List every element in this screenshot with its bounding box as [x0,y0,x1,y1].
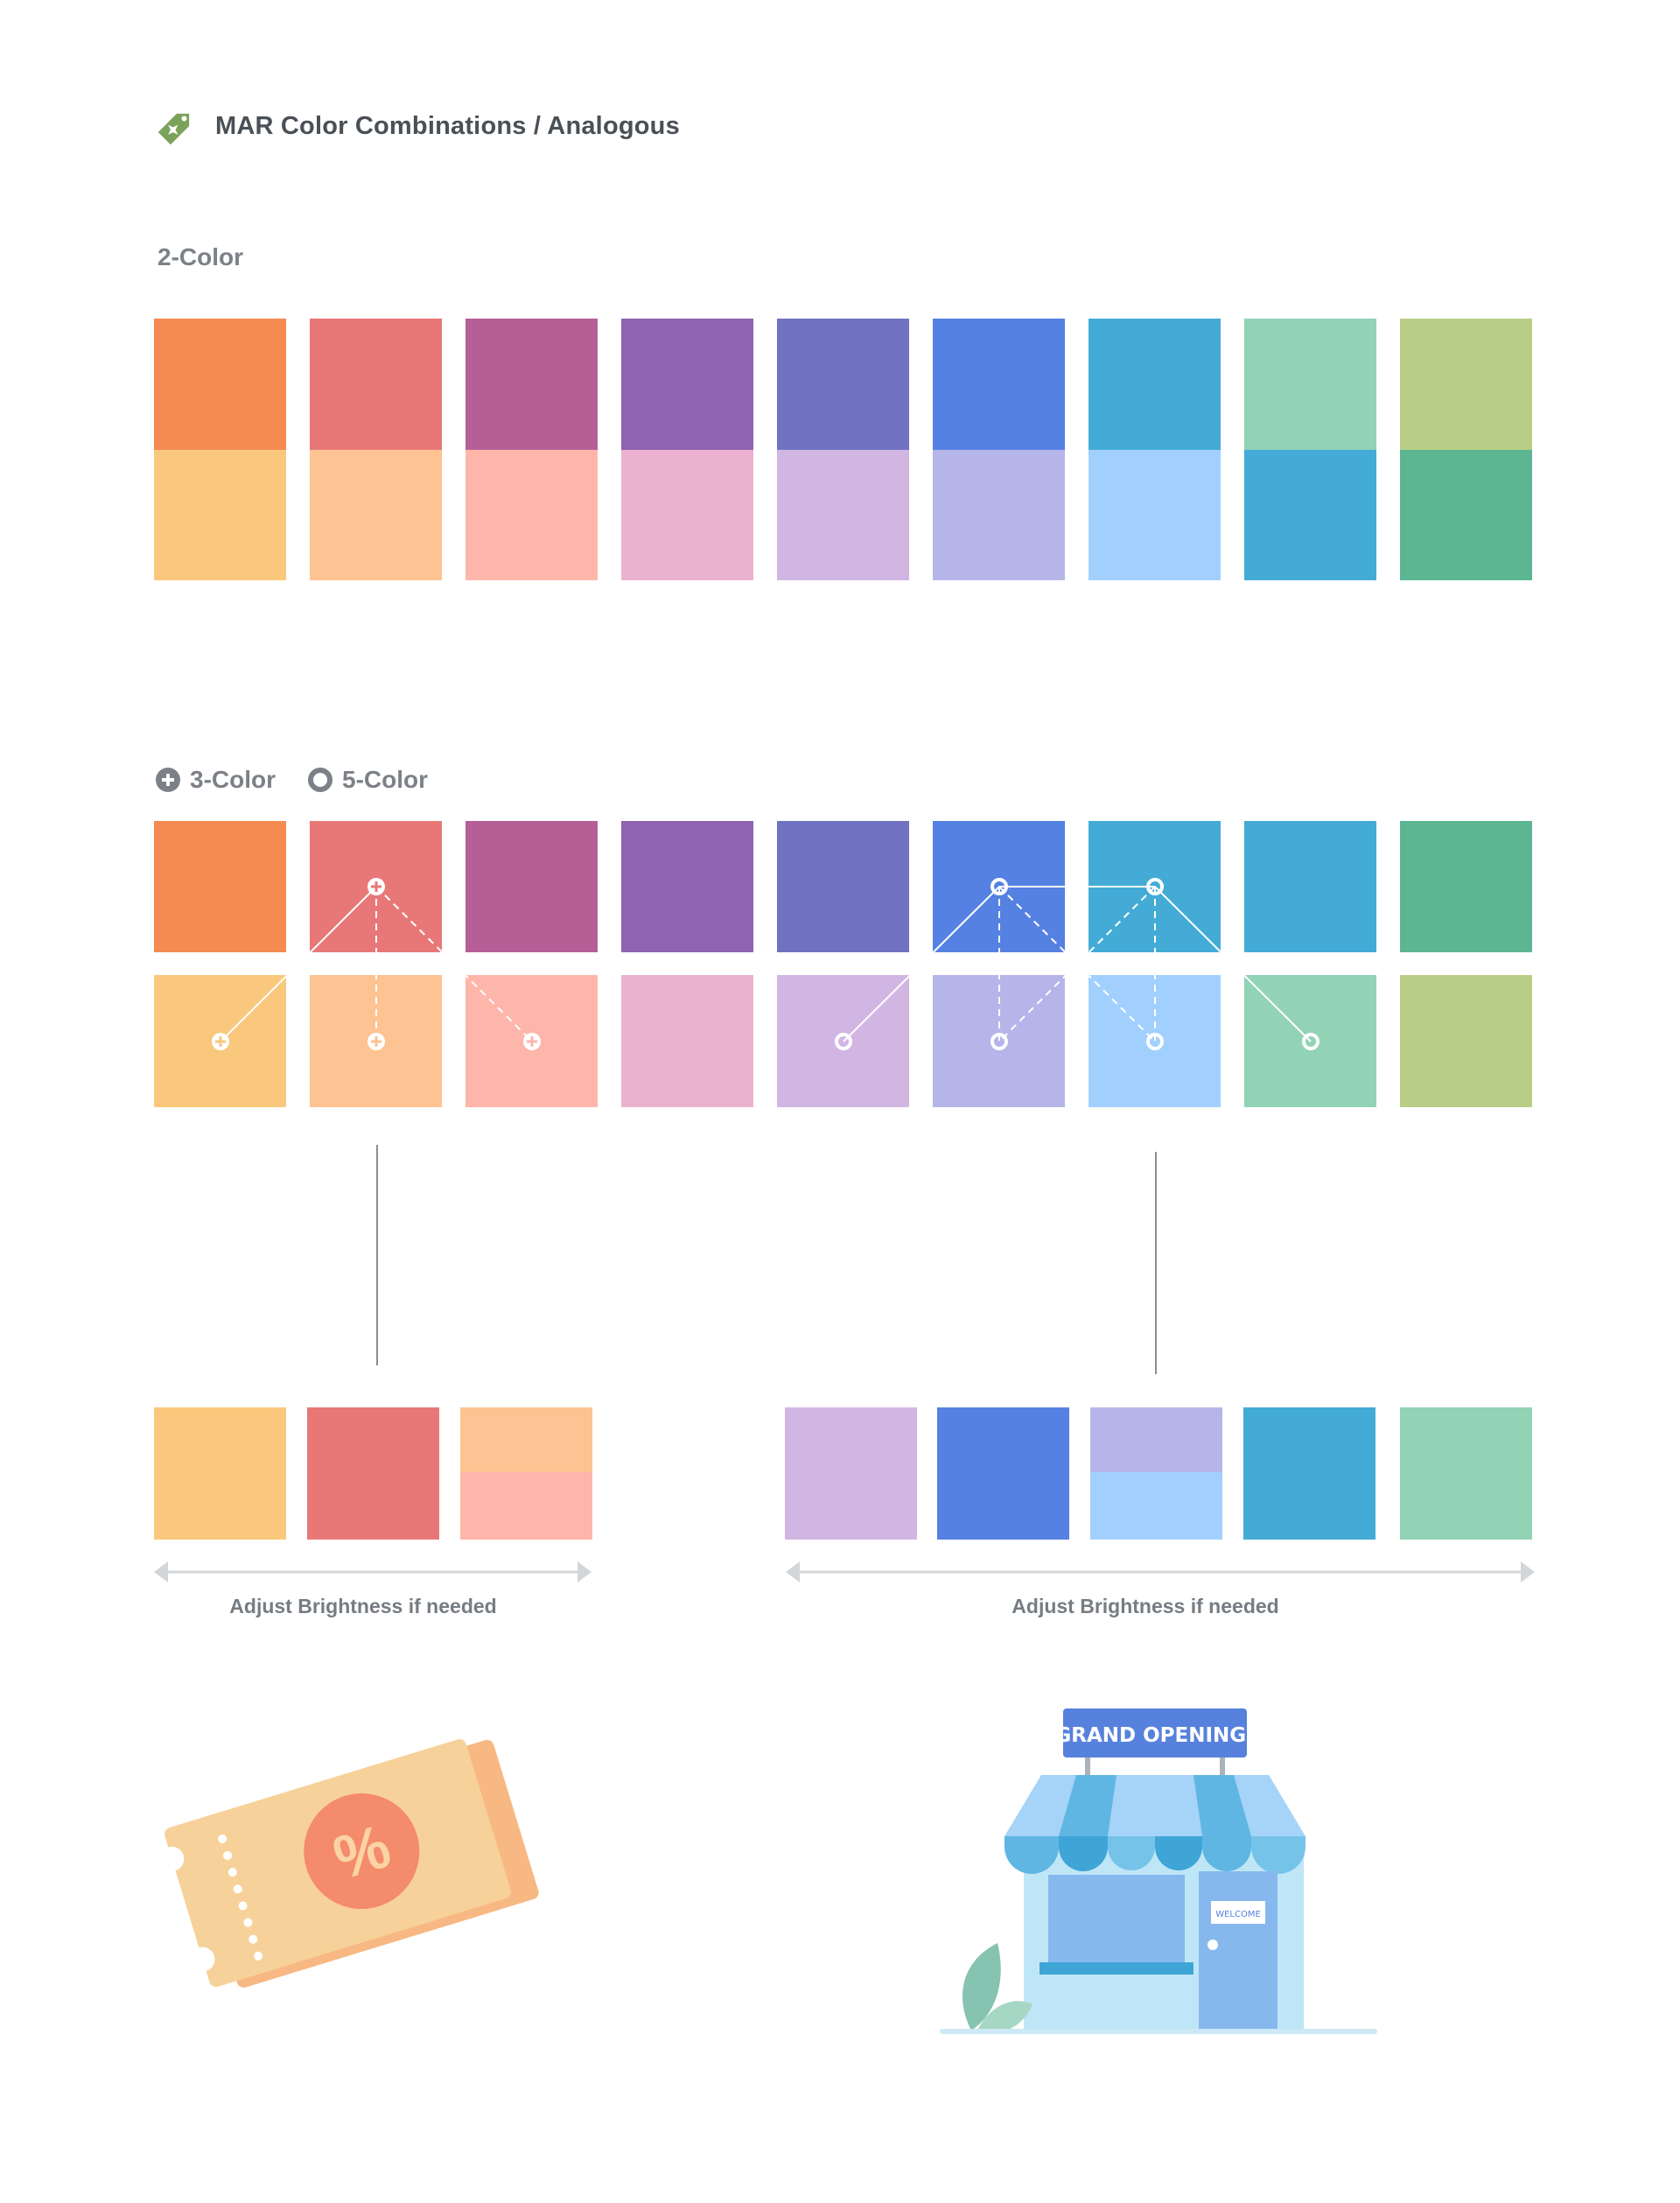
multi-color-swatch-top [777,821,909,952]
legend-five-label: 5-Color [342,766,428,793]
result-swatch [937,1407,1069,1540]
three-color-markers [212,878,541,1050]
two-color-swatch-bottom [1400,450,1532,580]
brightness-arrow-left [154,1561,592,1582]
five-color-lines [843,886,1312,1042]
two-color-swatch-bottom [777,450,909,580]
marker-plus-icon [368,878,385,895]
marker-ring-icon [990,1033,1008,1050]
caption-left: Adjust Brightness if needed [229,1595,497,1617]
three-color-lines [220,886,533,1042]
marker-plus-icon [212,1033,229,1050]
legend-three-color: 3-Color [155,766,276,794]
multi-color-swatch-top [466,821,598,952]
discount-coupon-icon: % [159,1739,539,1988]
tag-sparkle-icon [158,113,190,145]
marker-ring-icon [835,1033,852,1050]
page-title: MAR Color Combinations / Analogous [215,111,680,140]
store-sign-text: GRAND OPENING! [1054,1724,1255,1747]
plus-circle-icon [156,768,180,792]
marker-ring-icon [1146,878,1164,895]
result-swatch-top [1090,1407,1222,1472]
result-swatch-bottom [1090,1472,1222,1540]
two-color-swatch-bottom [466,450,598,580]
multi-color-swatch-top [621,821,753,952]
two-color-label: 2-Color [158,243,243,270]
two-color-swatch-top [1244,319,1376,450]
two-color-swatch-top [777,319,909,450]
multi-color-swatch-bottom [1400,975,1532,1107]
two-color-swatch-top [933,319,1065,450]
result-swatch [307,1407,439,1540]
marker-plus-icon [523,1033,541,1050]
legend: 3-Color 5-Color [155,766,459,794]
legend-three-label: 3-Color [190,766,276,793]
two-color-swatch-top [1088,319,1221,450]
brightness-arrow-right [786,1561,1535,1582]
five-color-markers [835,878,1320,1050]
two-color-swatch-bottom [621,450,753,580]
storefront-icon: GRAND OPENING! WELCOME [940,1708,1377,2034]
result-swatch [1243,1407,1376,1540]
caption-right: Adjust Brightness if needed [1012,1595,1279,1617]
ring-circle-icon [308,768,332,792]
two-color-swatch-top [310,319,442,450]
multi-color-swatch-bottom [621,975,753,1107]
page-header: MAR Color Combinations / Analogous [154,105,680,147]
two-color-swatch-bottom [1244,450,1376,580]
multi-color-swatch-top [1400,821,1532,952]
marker-ring-icon [1146,1033,1164,1050]
result-swatch-bottom [460,1472,592,1540]
two-color-swatch-bottom [1088,450,1221,580]
result-swatch [785,1407,917,1540]
two-color-swatch-bottom [933,450,1065,580]
two-color-swatch-top [154,319,286,450]
result-swatch [1400,1407,1532,1540]
multi-color-swatch-top [154,821,286,952]
two-color-swatch-top [1400,319,1532,450]
legend-five-color: 5-Color [307,766,428,794]
multi-color-swatch-top [1244,821,1376,952]
store-door-sign: WELCOME [1215,1910,1261,1919]
marker-ring-icon [1302,1033,1320,1050]
two-color-swatch-top [621,319,753,450]
marker-plus-icon [368,1033,385,1050]
marker-ring-icon [990,878,1008,895]
result-swatch [154,1407,286,1540]
two-color-swatch-bottom [310,450,442,580]
result-swatch-top [460,1407,592,1472]
two-color-swatch-bottom [154,450,286,580]
two-color-swatch-top [466,319,598,450]
